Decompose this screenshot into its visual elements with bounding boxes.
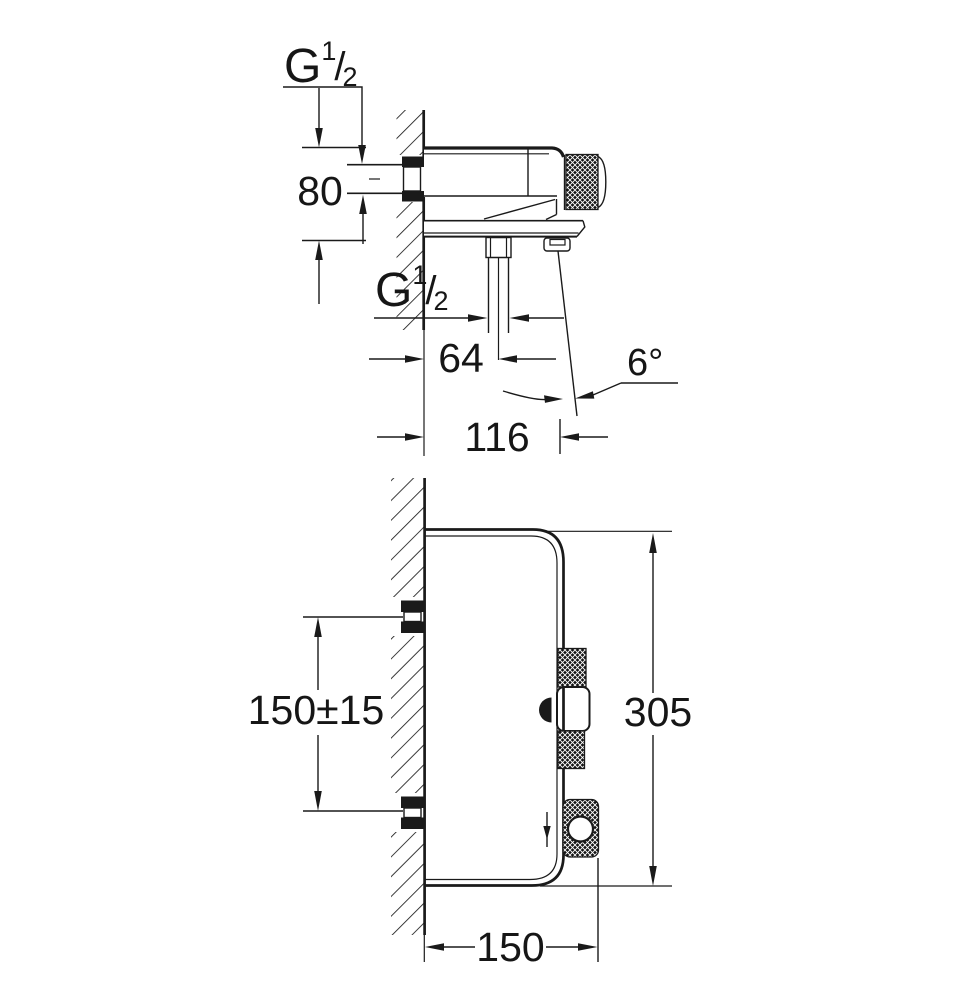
- knurled-knob-side: [563, 153, 607, 211]
- knurl-upper: [557, 647, 587, 688]
- dim-305-label: 305: [624, 689, 692, 735]
- dimension-angle: 6°: [502, 342, 678, 403]
- dim-80-label: 80: [297, 168, 343, 214]
- dimension-80: 80: [297, 88, 366, 304]
- wall-union-upper: [401, 600, 425, 633]
- knurl-grip: [565, 153, 599, 211]
- thermostat-knob-assembly: [539, 647, 591, 770]
- safestop-button: [556, 686, 591, 732]
- inlet-union-body: [402, 166, 422, 192]
- dim-116-label: 116: [464, 414, 529, 460]
- inlet-pipe: [347, 156, 424, 202]
- thread-outlet-label: G1/2: [375, 260, 449, 317]
- dimension-64: 64: [369, 330, 556, 456]
- lower-figure-side-elevation: 150±15 305 150: [248, 478, 692, 970]
- spout-nub: [543, 237, 578, 417]
- dimension-150-15: 150±15: [248, 616, 403, 812]
- dimension-305: 305: [540, 530, 692, 887]
- wall-hatching-lower: [390, 478, 426, 962]
- dim-150-15-label: 150±15: [248, 687, 385, 733]
- dimension-150: 150: [424, 858, 599, 970]
- flow-direction-arrow: [543, 826, 551, 840]
- knurl-lower: [557, 730, 586, 770]
- inlet-union-bottom: [402, 191, 424, 202]
- knob-button: [566, 815, 595, 843]
- knob-end-cap: [597, 155, 607, 209]
- dimension-thread-outlet: G1/2: [374, 260, 564, 322]
- shelf-side: [423, 219, 586, 238]
- dim-angle-label: 6°: [627, 342, 663, 384]
- dim-150-label: 150: [476, 924, 544, 970]
- volume-knob: [543, 798, 600, 858]
- spout-angle-line: [557, 250, 578, 417]
- outlet-pipe: [485, 236, 512, 360]
- dimension-thread-inlet: G1/2: [283, 36, 367, 244]
- upper-figure-side-view: G1/2 80 G1/2 64: [283, 36, 678, 460]
- mixer-body: [424, 146, 566, 221]
- temperature-marker: [539, 697, 552, 723]
- inlet-union-top: [402, 156, 424, 167]
- dimension-116: 116: [377, 414, 608, 460]
- dim-64-label: 64: [438, 335, 484, 381]
- thread-inlet-label: G1/2: [284, 36, 358, 93]
- spout-chin: [483, 198, 558, 221]
- wall-union-lower: [401, 796, 425, 829]
